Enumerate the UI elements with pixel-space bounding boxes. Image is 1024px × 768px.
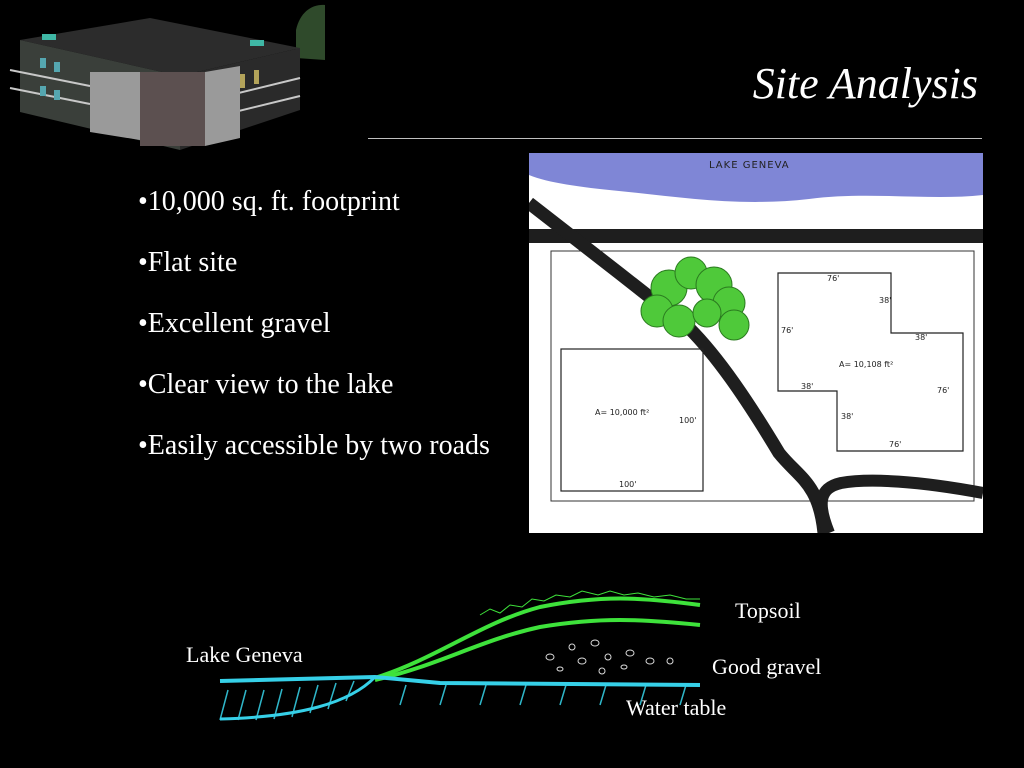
lot-right-dim: 76' (781, 326, 793, 335)
ground-section (219, 590, 701, 721)
lot-left (560, 348, 704, 492)
ground-texture (479, 590, 700, 616)
lot-right (777, 272, 964, 452)
bullet-list: •10,000 sq. ft. footprint •Flat site •Ex… (138, 186, 498, 461)
lot-left-area: A= 10,000 ft² (595, 408, 649, 417)
lot-right-dim: 38' (879, 296, 891, 305)
topsoil-line (374, 596, 701, 680)
water-table-label: Water table (626, 695, 727, 720)
lot-right-area: A= 10,108 ft² (839, 360, 893, 369)
water-table-line (219, 674, 701, 687)
gravel-line (374, 618, 701, 682)
bullet-item: •Clear view to the lake (138, 369, 394, 400)
title-divider (368, 138, 982, 139)
bullet-item: •Flat site (138, 247, 238, 278)
topsoil-label: Topsoil (735, 598, 801, 623)
lake-label: LAKE GENEVA (709, 160, 790, 171)
lot-left-side: 100' (679, 416, 696, 425)
building-rendering (0, 0, 330, 152)
lake-area (529, 153, 983, 202)
diagonal-road (529, 197, 831, 533)
lot-right-dim: 76' (889, 440, 901, 449)
lake-geneva-label: Lake Geneva (186, 642, 303, 667)
lot-left-bottom: 100' (619, 480, 636, 489)
lake-bed-line (219, 675, 377, 721)
lot-right-dim: 38' (915, 333, 927, 342)
site-boundary (550, 250, 975, 502)
tree-cluster (640, 256, 750, 341)
bullet-item: •10,000 sq. ft. footprint (138, 186, 400, 217)
lower-road (815, 474, 983, 533)
bullet-item: •Excellent gravel (138, 308, 331, 339)
bullet-item: •Easily accessible by two roads (138, 430, 490, 461)
good-gravel-label: Good gravel (712, 654, 822, 679)
slide-title: Site Analysis (752, 59, 978, 108)
lot-right-dim: 76' (937, 386, 949, 395)
horizontal-road (529, 229, 983, 243)
site-plan: LAKE GENEVA A= 10,000 ft² 100' 100' A= 1… (529, 153, 983, 533)
lot-right-dim: 76' (827, 274, 839, 283)
lot-right-dim: 38' (841, 412, 853, 421)
lot-right-dim: 38' (801, 382, 813, 391)
